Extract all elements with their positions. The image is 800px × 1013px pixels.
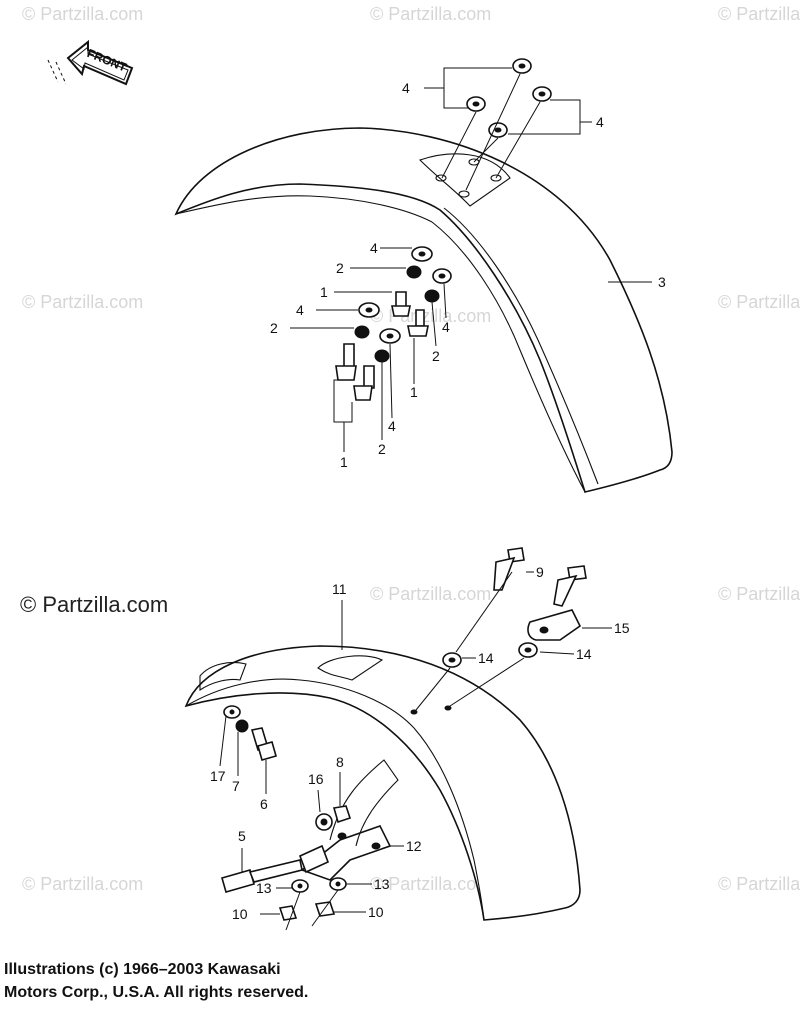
watermark: © Partzilla.com [370, 584, 491, 604]
callout-number: 5 [238, 828, 246, 844]
copyright-line-2: Motors Corp., U.S.A. All rights reserved… [4, 984, 309, 1001]
callout-number: 9 [536, 564, 544, 580]
callout-number: 10 [368, 904, 384, 920]
callout-number: 4 [442, 319, 450, 335]
callout-number: 4 [370, 240, 378, 256]
watermark: © Partzilla.com [22, 4, 143, 24]
watermark: © Partzilla.com [718, 584, 800, 604]
front-fender [174, 127, 673, 493]
watermark: © Partzilla.com [370, 306, 491, 326]
callout-number: 3 [658, 274, 666, 290]
watermarks: © Partzilla.com © Partzilla.com © Partzi… [20, 4, 800, 894]
callout-number: 8 [336, 754, 344, 770]
callout-number: 1 [340, 454, 348, 470]
callout-number: 17 [210, 768, 226, 784]
watermark: © Partzilla.com [718, 292, 800, 312]
watermark: © Partzilla.com [22, 292, 143, 312]
callout-number: 13 [374, 876, 390, 892]
callout-number: 6 [260, 796, 268, 812]
watermark: © Partzilla.com [718, 4, 800, 24]
callout-number: 1 [410, 384, 418, 400]
callout-number: 2 [270, 320, 278, 336]
callout-number: 12 [406, 838, 422, 854]
callout-number: 4 [296, 302, 304, 318]
callout-number: 16 [308, 771, 324, 787]
callout-number: 15 [614, 620, 630, 636]
callout-number: 4 [388, 418, 396, 434]
callout-number: 4 [596, 114, 604, 130]
callout-number: 13 [256, 880, 272, 896]
callout-number: 10 [232, 906, 248, 922]
callout-labels: 4 4 4 2 1 4 2 4 2 1 4 2 1 3 9 15 14 14 1… [210, 80, 666, 922]
watermark: © Partzilla.com [22, 874, 143, 894]
rear-fasteners [219, 547, 612, 931]
callout-number: 14 [576, 646, 592, 662]
callout-number: 4 [402, 80, 410, 96]
copyright-line-1: Illustrations (c) 1966–2003 Kawasaki [4, 961, 281, 978]
watermark-prominent: © Partzilla.com [20, 592, 168, 617]
callout-number: 11 [332, 581, 347, 597]
copyright-notice: Illustrations (c) 1966–2003 Kawasaki Mot… [4, 958, 424, 1004]
callout-number: 1 [320, 284, 328, 300]
watermark: © Partzilla.com [718, 874, 800, 894]
watermark: © Partzilla.com [370, 874, 491, 894]
callout-number: 2 [378, 441, 386, 457]
rear-fender [184, 645, 581, 921]
fastener-stack [290, 246, 652, 452]
callout-number: 14 [478, 650, 494, 666]
callout-number: 7 [232, 778, 240, 794]
front-arrow-icon: FRONT [47, 39, 134, 86]
callout-number: 2 [432, 348, 440, 364]
callout-number: 2 [336, 260, 344, 276]
top-washers [441, 58, 552, 191]
watermark: © Partzilla.com [370, 4, 491, 24]
